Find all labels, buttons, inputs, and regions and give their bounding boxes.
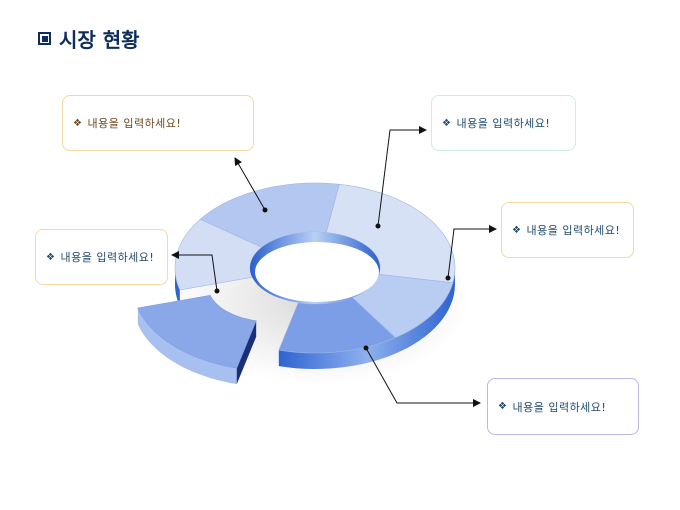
callout-text: 내용을 입력하세요! — [526, 224, 621, 237]
diamond-bullet-icon: ❖ — [73, 117, 83, 129]
page-title: 시장 현황 — [38, 24, 140, 53]
callout-anchor-dot — [214, 288, 220, 294]
callout-text: 내용을 입력하세요! — [87, 117, 182, 130]
donut-side — [278, 268, 455, 369]
callout-anchor-dot — [445, 275, 451, 281]
diamond-bullet-icon: ❖ — [498, 401, 508, 412]
callout-top-left[interactable]: ❖ 내용을 입력하세요! — [62, 95, 254, 151]
diamond-bullet-icon: ❖ — [512, 224, 522, 236]
callout-anchor-dot — [262, 207, 268, 213]
callout-text: 내용을 입력하세요! — [60, 251, 155, 264]
diamond-bullet-icon: ❖ — [46, 251, 56, 263]
callout-connector — [377, 126, 427, 227]
callout-anchor-dot — [363, 345, 369, 351]
callout-right[interactable]: ❖ 내용을 입력하세요! — [501, 202, 634, 258]
callout-connector — [234, 157, 266, 211]
diamond-bullet-icon: ❖ — [442, 117, 452, 129]
exploded-segment-cut — [236, 320, 257, 385]
callout-bottom-right[interactable]: ❖ 내용을 입력하세요! — [487, 378, 639, 435]
callout-text: 내용을 입력하세요! — [512, 400, 607, 414]
callout-left[interactable]: ❖ 내용을 입력하세요! — [35, 229, 168, 285]
callout-anchor-dot — [375, 223, 381, 229]
page-title-text: 시장 현황 — [59, 28, 140, 52]
square-bullet-icon — [38, 32, 51, 45]
callout-text: 내용을 입력하세요! — [456, 117, 551, 130]
exploded-segment — [137, 294, 257, 369]
callout-connector — [365, 347, 481, 407]
callout-connector — [171, 251, 218, 292]
donut-side — [175, 268, 180, 306]
donut-hole — [255, 242, 379, 302]
callout-connector — [447, 225, 497, 279]
exploded-segment-side — [137, 308, 237, 385]
callout-top-right[interactable]: ❖ 내용을 입력하세요! — [431, 95, 576, 151]
